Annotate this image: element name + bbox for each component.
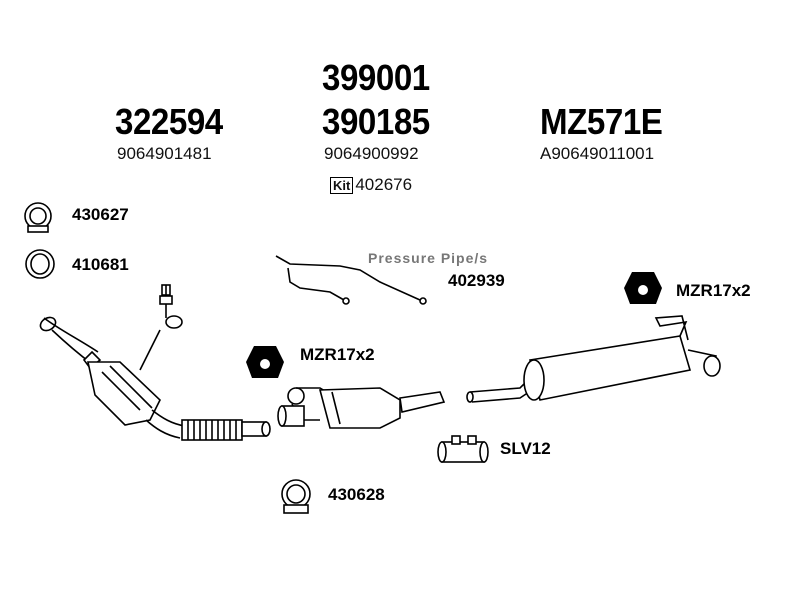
label-ring-410681: 410681 — [72, 255, 129, 274]
oem-number-col3: A90649011001 — [540, 144, 655, 163]
clamp-icon — [24, 202, 52, 233]
oem-number-col2: 9064900992 — [324, 144, 419, 163]
pressure-pipe-icon — [275, 255, 427, 305]
label-pressure-pipes: Pressure Pipe/s — [368, 250, 489, 266]
rubber-mount-icon — [246, 346, 284, 378]
rear-silencer-icon — [466, 315, 721, 403]
label-mount-right: MZR17x2 — [676, 281, 751, 300]
ring-seal-icon — [25, 249, 55, 279]
label-clamp-430628: 430628 — [328, 485, 385, 504]
label-pressure-pipes-number: 402939 — [448, 271, 505, 290]
oem-number-col1: 9064901481 — [117, 144, 212, 163]
clamp-icon — [281, 479, 311, 514]
kit-badge: Kit — [330, 177, 354, 194]
label-sleeve: SLV12 — [500, 439, 551, 458]
label-mount-middle: MZR17x2 — [300, 345, 375, 364]
label-clamp-430627: 430627 — [72, 205, 129, 224]
rubber-mount-icon — [624, 272, 662, 304]
lambda-sensor-icon — [139, 284, 183, 371]
part-number-399001: 399001 — [322, 57, 430, 98]
kit-number: 402676 — [355, 175, 413, 194]
part-number-mz571e: MZ571E — [540, 101, 663, 142]
part-number-390185: 390185 — [322, 101, 430, 142]
part-number-322594: 322594 — [115, 101, 223, 142]
sleeve-connector-icon — [437, 435, 489, 463]
front-pipe-catalyst-icon — [39, 316, 271, 441]
catalytic-converter-icon — [277, 387, 446, 429]
